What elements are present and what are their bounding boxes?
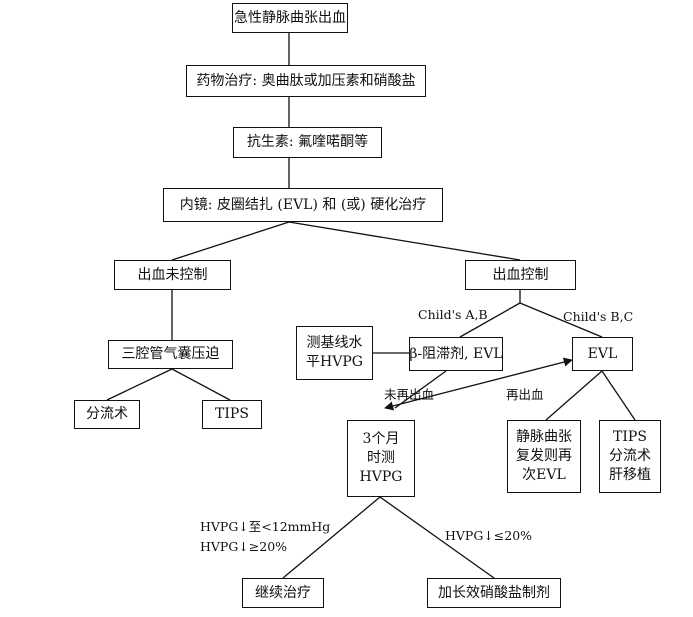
rebleed-label: 再出血	[506, 387, 544, 402]
edge-balloon-shunt	[106, 368, 173, 401]
evl-box: EVL	[572, 337, 633, 371]
measure-hvpg-box: 测基线水平HVPG	[296, 326, 373, 380]
uncontrolled-bleeding-box: 出血未控制	[114, 260, 231, 290]
edge-endoscopy-uncontrolled	[171, 221, 290, 261]
endoscopy-box: 内镜: 皮圈结扎 (EVL) 和 (或) 硬化治疗	[163, 188, 443, 222]
child-bc-label: Child's B,C	[563, 309, 634, 324]
edge-three-month-evl-arrow	[384, 357, 573, 411]
edge-evl-tips	[601, 370, 636, 421]
varix-recurrence-box: 静脉曲张复发则再次EVL	[507, 420, 581, 493]
start-box: 急性静脉曲张出血	[232, 3, 348, 33]
edge-three-month-continue	[282, 496, 381, 579]
drug-therapy-box: 药物治疗: 奥曲肽或加压素和硝酸盐	[186, 65, 426, 97]
three-month-hvpg-box: 3个月时测HVPG	[347, 420, 415, 497]
edge-three-month-add	[379, 496, 495, 579]
controlled-bleeding-box: 出血控制	[465, 260, 576, 290]
continue-treatment-box: 继续治疗	[242, 578, 324, 608]
edge-balloon-tips	[171, 368, 231, 401]
hvpg-drop-label-line1: HVPG↓至<12mmHg	[200, 519, 331, 534]
hvpg-drop-label-line2: HVPG↓≥20%	[200, 539, 288, 554]
edge-controlled-beta	[459, 302, 521, 338]
edge-endoscopy-controlled	[288, 221, 521, 261]
edge-evl-varix	[545, 370, 603, 421]
antibiotic-box: 抗生素: 氟喹喏酮等	[233, 127, 382, 158]
edge-controlled-evl	[519, 302, 603, 338]
tips-shunt-transplant-box: TIPS分流术肝移植	[599, 420, 661, 493]
shunt-surgery-box: 分流术	[74, 400, 140, 429]
add-nitrate-box: 加长效硝酸盐制剂	[427, 578, 561, 608]
no-rebleed-label: 未再出血	[384, 387, 435, 402]
hvpg-small-drop-label: HVPG↓≤20%	[445, 528, 533, 543]
beta-blocker-box: β-阻滞剂, EVL	[409, 337, 503, 371]
balloon-tamponade-box: 三腔管气囊压迫	[108, 340, 233, 369]
tips-left-box: TIPS	[202, 400, 262, 429]
child-ab-label: Child's A,B	[418, 307, 488, 322]
